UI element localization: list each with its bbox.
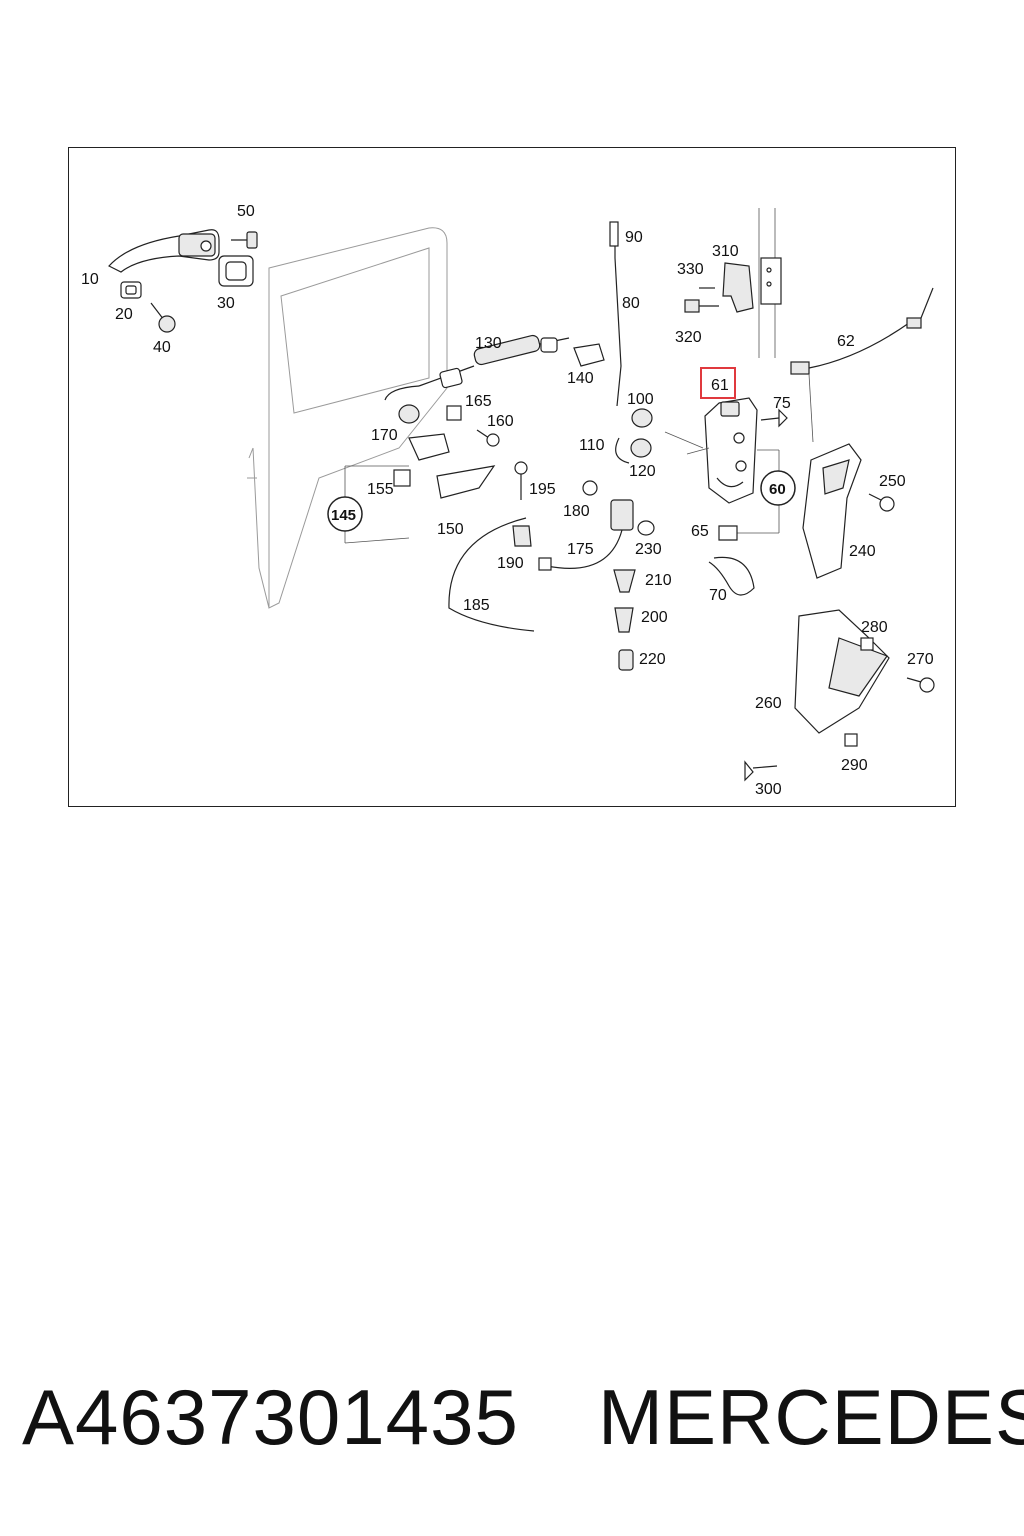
callout-160: 160	[487, 413, 514, 430]
spring-110-part	[615, 437, 630, 464]
callout-320: 320	[675, 329, 702, 346]
rod-130-part	[384, 334, 570, 401]
clip-140-part	[573, 343, 605, 367]
callout-60: 60	[769, 481, 786, 498]
clip-190-part	[512, 525, 532, 547]
screw-270-part	[906, 677, 935, 693]
callout-110: 110	[579, 437, 605, 454]
callout-62: 62	[837, 333, 855, 350]
grommet-230-part	[637, 520, 655, 536]
callout-230: 230	[635, 541, 662, 558]
callout-330: 330	[677, 261, 704, 278]
clip-280-part	[860, 637, 874, 651]
callout-195: 195	[529, 481, 556, 498]
callout-175: 175	[567, 541, 594, 558]
callout-165: 165	[465, 393, 492, 410]
grommet-200-part	[614, 607, 634, 633]
callout-90: 90	[625, 229, 643, 246]
callout-240: 240	[849, 543, 876, 560]
callout-130: 130	[475, 335, 502, 352]
screw-250-part	[868, 493, 895, 512]
screw-160-part	[476, 429, 500, 447]
callout-labels: 10 20 30 40 50 60 61 62 65 70 75 80 90 1…	[81, 203, 934, 798]
callout-145: 145	[331, 507, 356, 524]
clip-165-part	[446, 405, 462, 421]
door-lock-61-part	[686, 397, 758, 504]
callout-80: 80	[622, 295, 640, 312]
callout-260: 260	[755, 695, 782, 712]
callout-180: 180	[563, 503, 590, 520]
callout-140: 140	[567, 370, 594, 387]
bushing-120-part	[630, 438, 652, 458]
callout-185: 185	[463, 597, 490, 614]
cap-210-part	[613, 569, 636, 593]
screw-40-part	[150, 302, 176, 333]
screw-195-part	[514, 461, 528, 500]
clip-290-part	[844, 733, 858, 747]
callout-20: 20	[115, 306, 133, 323]
highlight-box	[700, 367, 736, 399]
callout-155: 155	[367, 481, 394, 498]
actuator-175-part	[538, 480, 634, 571]
callout-61: 61	[711, 377, 729, 394]
brand-name: MERCEDES	[598, 1373, 1024, 1461]
callout-200: 200	[641, 609, 668, 626]
bushing-170-part	[398, 404, 420, 424]
bolt-220-part	[618, 649, 634, 671]
callout-75: 75	[773, 395, 791, 412]
callout-210: 210	[645, 572, 672, 589]
callout-220: 220	[639, 651, 666, 668]
screw-50-part	[231, 231, 258, 249]
trim-240-part	[802, 443, 862, 579]
bracket-310-part	[722, 262, 754, 313]
callout-280: 280	[861, 619, 888, 636]
callout-30: 30	[217, 295, 235, 312]
callout-145-circle	[327, 496, 363, 532]
callout-65: 65	[691, 523, 709, 540]
callout-40: 40	[153, 339, 171, 356]
strap-70-part	[708, 556, 755, 596]
screw-300-part	[744, 760, 778, 782]
callout-250: 250	[879, 473, 906, 490]
callout-10: 10	[81, 271, 99, 288]
cable-62-part	[790, 287, 934, 443]
outer-handle-part	[108, 229, 220, 273]
part-number: A4637301435	[22, 1373, 519, 1461]
door-outline	[247, 227, 448, 609]
callout-300: 300	[755, 781, 782, 798]
callout-120: 120	[629, 463, 656, 480]
callout-150: 150	[437, 521, 464, 538]
strap-185-part	[448, 517, 535, 632]
callout-170: 170	[371, 427, 398, 444]
callout-70: 70	[709, 587, 727, 604]
parts-diagram: 10 20 30 40 50 60 61 62 65 70 75 80 90 1…	[81, 203, 935, 798]
screw-75-part	[760, 408, 788, 428]
callout-100: 100	[627, 391, 654, 408]
diagram-frame: 10 20 30 40 50 60 61 62 65 70 75 80 90 1…	[68, 147, 956, 807]
callout-270: 270	[907, 651, 934, 668]
pillar-310-area	[758, 208, 782, 358]
callout-60-circle	[760, 470, 796, 506]
bushing-100-part	[631, 408, 653, 428]
callout-190: 190	[497, 555, 524, 572]
callout-310: 310	[712, 243, 739, 260]
callout-290: 290	[841, 757, 868, 774]
screw-320-part	[684, 299, 719, 313]
rod-80-part	[609, 221, 622, 407]
callout-50: 50	[237, 203, 255, 220]
